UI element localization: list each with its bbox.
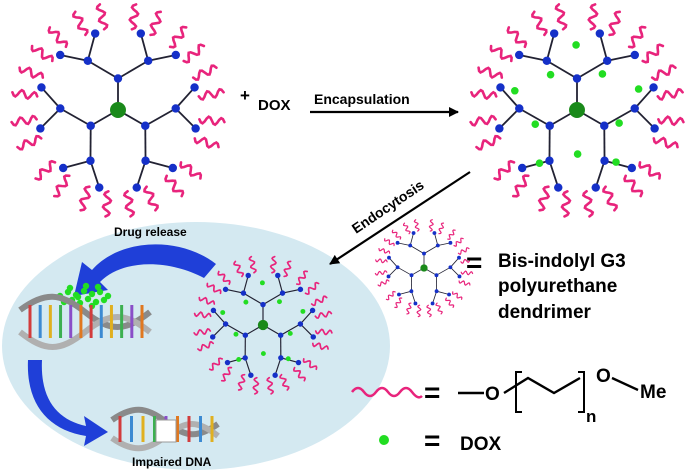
- dendrimer-in-cell: [193, 255, 333, 395]
- damage-arrow: [27, 360, 108, 446]
- damage-site: [155, 419, 177, 443]
- drug-release-arrow: [74, 244, 216, 296]
- peg-bracket-left: [515, 371, 522, 413]
- legend-equals-dox: =: [424, 425, 440, 456]
- legend-dendrimer-line2: polyurethane: [498, 276, 617, 297]
- peg-repeat-n: n: [586, 407, 596, 426]
- encapsulation-label: Encapsulation: [314, 91, 410, 107]
- legend-dox-dot: [379, 435, 389, 445]
- peg-bond-right: [611, 376, 639, 392]
- legend-equals-dendrimer: =: [466, 247, 482, 278]
- dna-helix-intact: [18, 293, 152, 350]
- peg-oxygen-1: O: [485, 384, 500, 405]
- plus-sign: +: [240, 86, 250, 105]
- peg-methyl: Me: [640, 382, 666, 403]
- legend-equals-peg: =: [424, 377, 440, 408]
- dendrimer-empty: [10, 3, 226, 218]
- drug-release-label: Drug release: [114, 225, 187, 239]
- peg-bracket-right: [578, 371, 585, 413]
- dendrimer-legend-icon: [374, 219, 474, 318]
- legend-dendrimer-line1: Bis-indolyl G3: [498, 251, 626, 272]
- peg-ethylene-unit: [503, 376, 581, 395]
- legend-dendrimer-line3: dendrimer: [498, 302, 592, 323]
- legend-peg-chain-icon: [351, 386, 423, 399]
- dendrimer-loaded: [469, 3, 685, 218]
- peg-oxygen-2: O: [596, 366, 611, 387]
- impaired-dna-label: Impaired DNA: [132, 455, 212, 469]
- legend-dox-label: DOX: [460, 434, 502, 455]
- dna-helix-impaired: [110, 406, 220, 452]
- dox-reactant-label: DOX: [258, 97, 291, 114]
- endocytosis-arrow: [329, 171, 471, 265]
